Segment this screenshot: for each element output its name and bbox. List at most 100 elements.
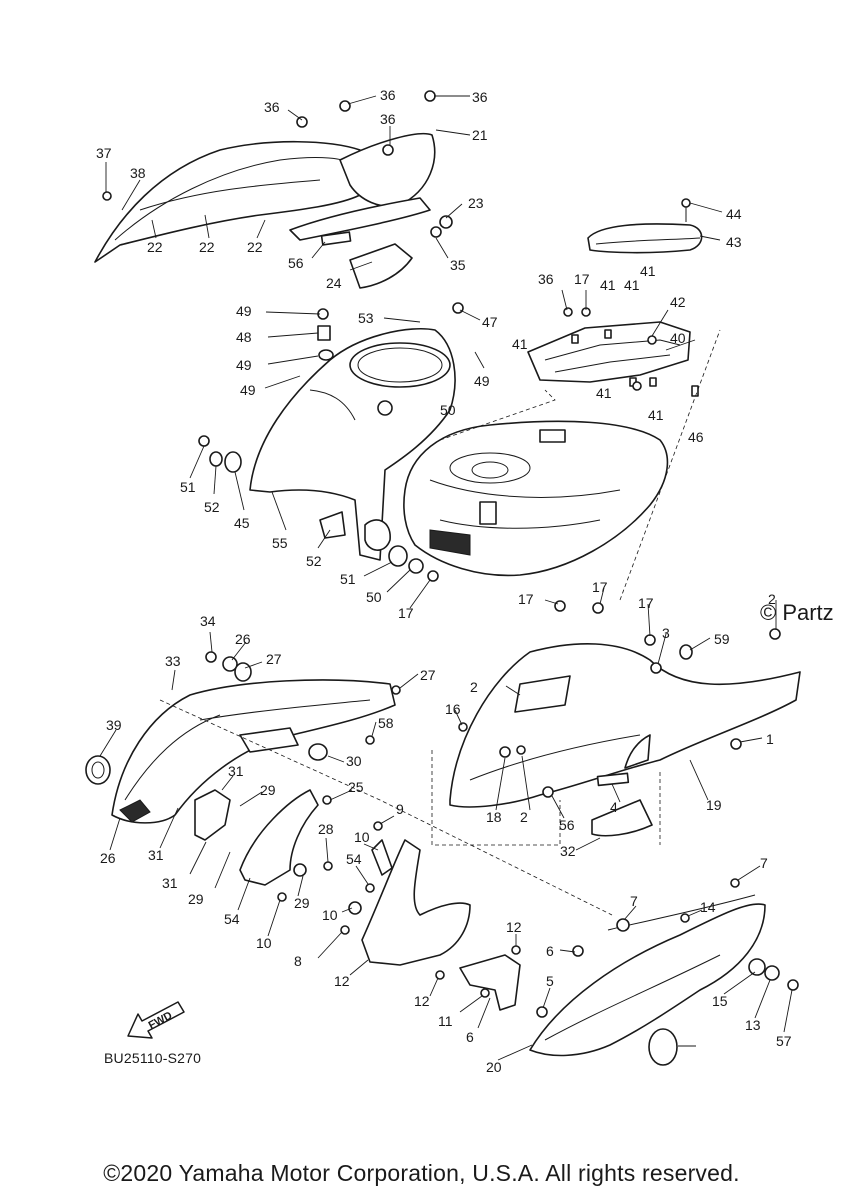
callout: 39 xyxy=(106,717,122,733)
callout: 54 xyxy=(224,911,240,927)
tank-top-cover xyxy=(249,327,456,561)
callout: 41 xyxy=(512,336,528,352)
callout: 18 xyxy=(486,809,502,825)
callout: 17 xyxy=(574,271,590,287)
callout: 33 xyxy=(165,653,181,669)
callout: 36 xyxy=(380,111,396,127)
callout: 10 xyxy=(354,829,370,845)
upper-side-cowl xyxy=(94,132,453,289)
callout: 29 xyxy=(294,895,310,911)
callout: 4 xyxy=(610,799,618,815)
callout: 44 xyxy=(726,206,742,222)
callout: 53 xyxy=(358,310,374,326)
copyright-notice: ©2020 Yamaha Motor Corporation, U.S.A. A… xyxy=(103,1160,740,1186)
callout: 23 xyxy=(468,195,484,211)
callout: 21 xyxy=(472,127,488,143)
callout: 41 xyxy=(648,407,664,423)
callout: 22 xyxy=(199,239,215,255)
callout: 11 xyxy=(438,1013,453,1029)
callout: 41 xyxy=(640,263,656,279)
callout: 14 xyxy=(700,899,716,915)
callout: 51 xyxy=(340,571,356,587)
callout: 56 xyxy=(559,817,575,833)
callout: 51 xyxy=(180,479,196,495)
callout: 1 xyxy=(766,731,774,747)
callout: 17 xyxy=(398,605,414,621)
callout: 55 xyxy=(272,535,288,551)
callout: 29 xyxy=(260,782,276,798)
callout: 2 xyxy=(520,809,528,825)
callout: 10 xyxy=(322,907,338,923)
callout: 40 xyxy=(670,330,686,346)
callout: 41 xyxy=(624,277,640,293)
side-cover-right xyxy=(449,643,801,837)
callout: 26 xyxy=(235,631,251,647)
callout: 59 xyxy=(714,631,730,647)
callout: 13 xyxy=(745,1017,761,1033)
callout: 46 xyxy=(688,429,704,445)
callout: 50 xyxy=(366,589,382,605)
callout: 10 xyxy=(256,935,272,951)
diagram-code: BU25110-S270 xyxy=(104,1050,202,1066)
callout: 38 xyxy=(130,165,146,181)
callout: 5 xyxy=(546,973,554,989)
callout: 9 xyxy=(396,801,404,817)
callout: 15 xyxy=(712,993,728,1009)
callout: 17 xyxy=(592,579,608,595)
callout: 49 xyxy=(240,382,256,398)
callout: 35 xyxy=(450,257,466,273)
callout: 41 xyxy=(600,277,616,293)
callout: 8 xyxy=(294,953,302,969)
callout: 29 xyxy=(188,891,204,907)
callout: 31 xyxy=(148,847,164,863)
top-cover xyxy=(587,198,703,254)
callout: 56 xyxy=(288,255,304,271)
callout: 2 xyxy=(470,679,478,695)
callout-labels: 36 36 36 36 21 37 38 22 22 22 23 56 35 2… xyxy=(96,87,792,1075)
callout: 30 xyxy=(346,753,362,769)
callout: 26 xyxy=(100,850,116,866)
callout: 12 xyxy=(506,919,522,935)
callout: 42 xyxy=(670,294,686,310)
callout: 50 xyxy=(440,402,456,418)
callout: 2 xyxy=(768,591,776,607)
callout: 49 xyxy=(474,373,490,389)
forward-arrow-icon: FWD xyxy=(127,1001,185,1039)
callout: 49 xyxy=(236,303,252,319)
hardware-fasteners xyxy=(85,90,799,1018)
callout: 43 xyxy=(726,234,742,250)
callout: 49 xyxy=(236,357,252,373)
callout: 7 xyxy=(630,893,638,909)
callout: 17 xyxy=(518,591,534,607)
callout: 41 xyxy=(596,385,612,401)
callout: 54 xyxy=(346,851,362,867)
callout: 45 xyxy=(234,515,250,531)
callout: 12 xyxy=(334,973,350,989)
lower-cowl xyxy=(529,894,780,1066)
callout: 16 xyxy=(445,701,461,717)
callout: 12 xyxy=(414,993,430,1009)
callout: 52 xyxy=(306,553,322,569)
callout: 47 xyxy=(482,314,498,330)
callout: 36 xyxy=(380,87,396,103)
callout: 6 xyxy=(466,1029,474,1045)
callout: 36 xyxy=(472,89,488,105)
watermark-text: © Partz xyxy=(760,600,834,625)
callout: 36 xyxy=(264,99,280,115)
callout: 27 xyxy=(420,667,436,683)
callout: 48 xyxy=(236,329,252,345)
callout: 6 xyxy=(546,943,554,959)
callout: 58 xyxy=(378,715,394,731)
callout: 19 xyxy=(706,797,722,813)
callout: 31 xyxy=(228,763,244,779)
leader-lines xyxy=(99,95,793,1061)
callout: 17 xyxy=(638,595,654,611)
callout: 37 xyxy=(96,145,112,161)
callout: 31 xyxy=(162,875,178,891)
callout: 52 xyxy=(204,499,220,515)
callout: 36 xyxy=(538,271,554,287)
callout: 32 xyxy=(560,843,576,859)
callout: 24 xyxy=(326,275,342,291)
callout: 28 xyxy=(318,821,334,837)
callout: 7 xyxy=(760,855,768,871)
